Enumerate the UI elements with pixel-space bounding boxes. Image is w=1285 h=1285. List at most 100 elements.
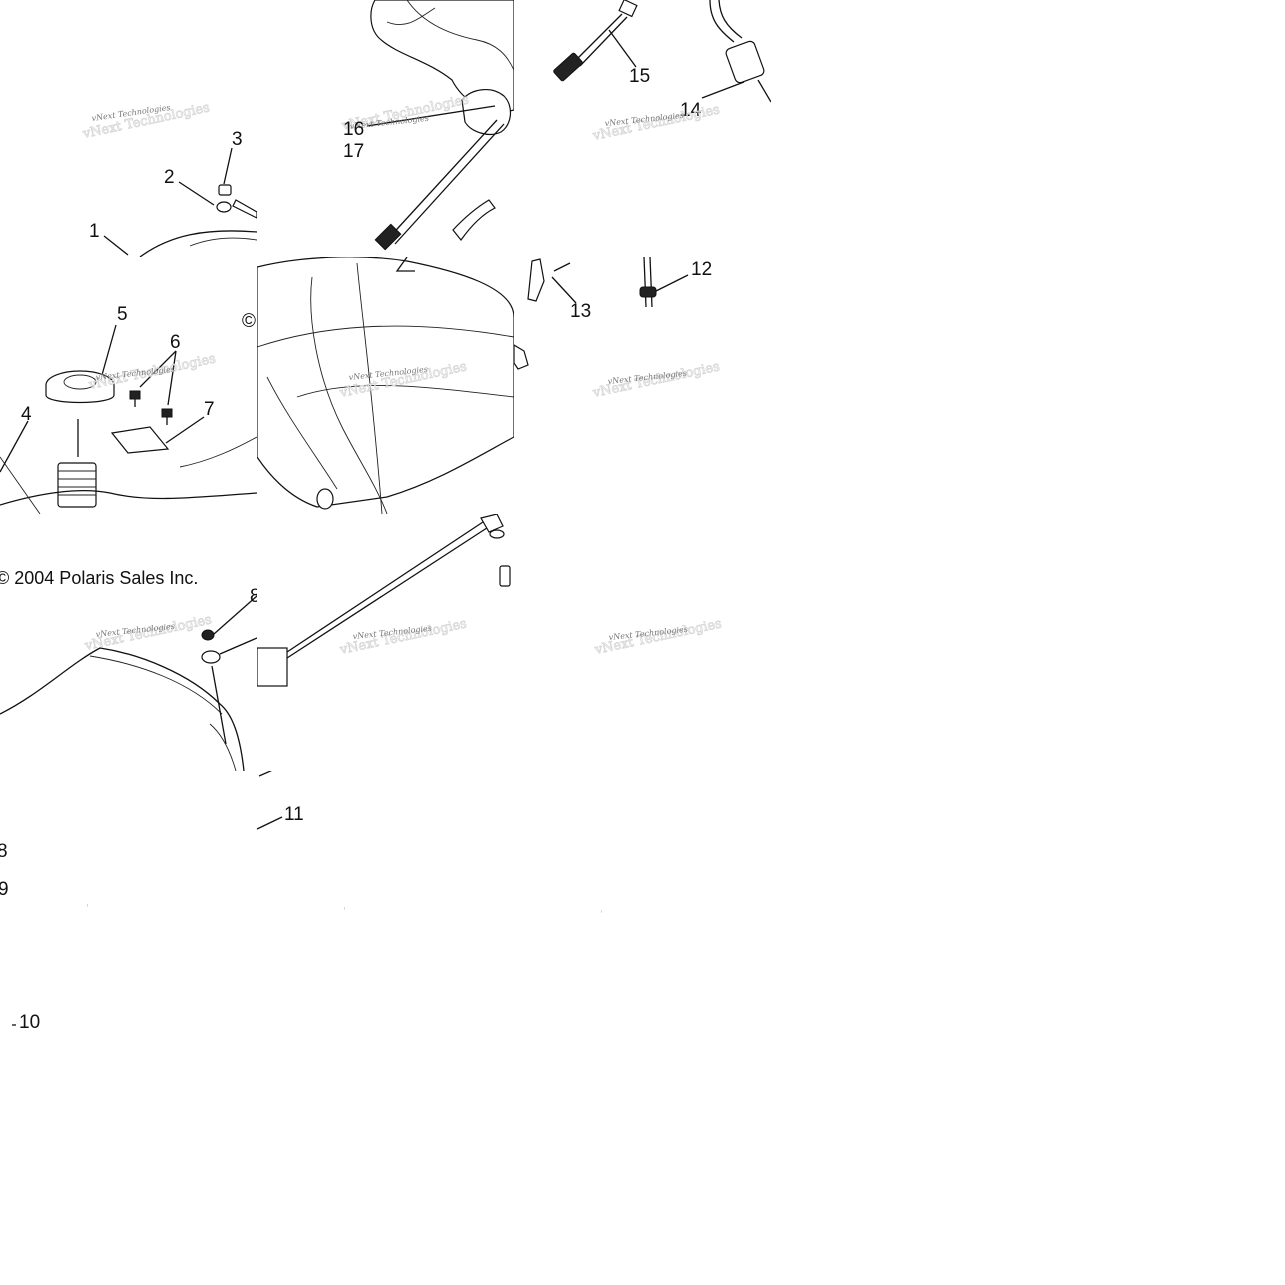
clip-13-wire [553, 262, 571, 272]
tank-side-edge [0, 456, 41, 514]
callout-14: 14 [680, 100, 702, 121]
wire-harness-15 [553, 0, 638, 82]
tank-tab [395, 257, 415, 272]
callout-11: 11 [284, 804, 304, 825]
tile-top-middle-drawing: vNext Technologies vNext Technologies 16… [339, 0, 514, 251]
bolt-axis [211, 665, 227, 745]
callout-8-top: 8 [250, 586, 257, 607]
gas-cap-5 [45, 370, 115, 404]
washer-9 [201, 650, 221, 664]
leader-11 [256, 816, 283, 830]
callout-13: 13 [570, 301, 591, 322]
grommet [316, 488, 334, 510]
callout-4: 4 [21, 404, 32, 425]
seat-housing-ridge [406, 0, 514, 71]
leader-4 [0, 420, 29, 473]
callout-17: 17 [343, 141, 364, 162]
tank-bottom-flange [209, 723, 237, 771]
bolt [499, 565, 511, 587]
leader-10-fragment [258, 771, 273, 777]
callout-3: 3 [232, 129, 243, 150]
tile-bottom-left: © 2004 Polaris Sales Inc. 8 vNext Techno… [0, 514, 257, 771]
leader-1 [103, 235, 129, 256]
tile-bottom-center: vNext Technologies vNext Technologies [257, 514, 514, 771]
tile-bottom-right: vNext Technologies vNext Technologies [514, 514, 771, 771]
tile-middle-left-drawing: 5 4 6 7 [0, 304, 257, 514]
tank-contour-a [257, 325, 514, 348]
tank-bottom-inner [89, 655, 223, 715]
line-12-a [643, 257, 647, 308]
tile-middle-right: 13 12 vNext Technologies vNext Technolog… [514, 257, 771, 514]
tile-center: vNext Technologies vNext Technologies [257, 257, 514, 514]
callout-16: 16 [343, 119, 364, 140]
leader-13 [551, 276, 577, 304]
leader-16 [366, 105, 496, 127]
cap-screw-part [216, 184, 232, 213]
callout-9: 9 [0, 879, 9, 900]
tank-contour-c [266, 376, 338, 490]
callout-10: 10 [19, 1012, 40, 1033]
leader-2 [178, 181, 215, 206]
tank-bottom-outline [0, 647, 245, 771]
tank-seam-1 [310, 276, 388, 514]
fuel-tank-body [257, 257, 514, 508]
leader-5 [101, 324, 117, 376]
callout-2: 2 [164, 167, 175, 188]
tile-top-middle: vNext Technologies vNext Technologies 16… [257, 0, 514, 257]
copyright: © 2004 Polaris Sales Inc. [0, 568, 198, 588]
tile-center-drawing: vNext Technologies vNext Technologies [257, 257, 514, 514]
leader-15 [608, 29, 637, 68]
leader-3 [223, 147, 233, 185]
leader-8 [213, 595, 257, 635]
watermark-fragment: ' [600, 909, 603, 920]
tile-middle-left: 5 4 6 7 [0, 257, 257, 514]
rod-upper [286, 517, 490, 653]
leader-12 [655, 274, 689, 292]
tile-bottom-left-drawing: © 2004 Polaris Sales Inc. 8 vNext Techno… [0, 568, 257, 771]
watermark-fragment: ' [343, 906, 346, 917]
tile-bottom-center-drawing: vNext Technologies vNext Technologies [257, 514, 511, 687]
callout-15: 15 [629, 66, 650, 87]
tank-edge [139, 230, 257, 257]
tile-top-right: 15 14 vNext Technologies vNext Technolog… [514, 0, 771, 257]
callout-6: 6 [170, 332, 181, 353]
clip-13 [527, 258, 545, 302]
copyright-fragment: © [242, 311, 256, 332]
clamp-12 [639, 286, 657, 298]
bracket-7 [110, 426, 170, 454]
connector-plug [374, 223, 402, 251]
leader-6a [139, 350, 177, 388]
leader-7 [165, 416, 205, 444]
callout-1: 1 [89, 221, 100, 242]
leader-9 [219, 637, 257, 655]
filler-neck [57, 462, 97, 508]
fuel-line-main-edge [394, 123, 505, 245]
line-12-b [649, 257, 653, 308]
fuel-pump-flange [461, 89, 511, 135]
watermark-fragment: ' [86, 903, 89, 914]
tile-top-right-drawing: 15 14 vNext Technologies vNext Technolog… [553, 0, 771, 145]
vent-hose [452, 199, 496, 241]
lower-strip: 11 8 9 10 ' ' ' [0, 771, 603, 1033]
tank-top-edge [0, 489, 257, 506]
tile-top-left: vNext Technologies vNext Technologies 3 … [0, 0, 257, 257]
fitting-stub [514, 344, 529, 370]
tile-middle-right-drawing: 13 12 vNext Technologies vNext Technolog… [514, 257, 722, 402]
fuel-filter-14 [709, 0, 771, 103]
fuel-line-main [386, 119, 498, 241]
rod-lower [286, 523, 494, 659]
hose-stub [232, 199, 257, 219]
rod-bracket [480, 514, 504, 533]
tile-top-left-drawing: vNext Technologies vNext Technologies 3 … [80, 100, 257, 257]
nut-8 [201, 629, 215, 641]
tank-seam-2 [356, 262, 383, 514]
screws-6 [129, 390, 173, 425]
tile-bottom-right-drawing: vNext Technologies vNext Technologies [592, 616, 723, 659]
leader-14 [701, 81, 745, 99]
tank-contour [179, 436, 257, 468]
tank-edge-inner [189, 237, 257, 247]
seat-housing-detail [386, 7, 436, 26]
callout-8: 8 [0, 841, 8, 862]
callout-12: 12 [691, 259, 712, 280]
